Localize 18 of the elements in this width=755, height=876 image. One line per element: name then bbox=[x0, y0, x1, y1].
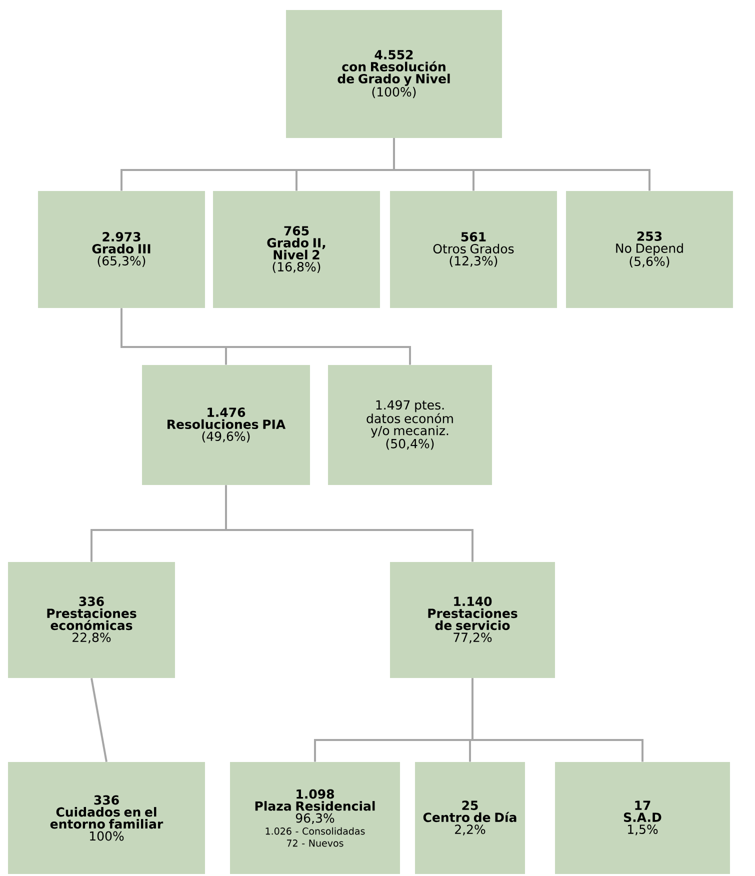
org-box: 253 No Depend (5,6%) bbox=[566, 191, 733, 308]
org-box: 2.973 Grado III (65,3%) bbox=[38, 191, 205, 308]
org-box: 561 Otros Grados (12,3%) bbox=[390, 191, 557, 308]
org-box: 336 Prestaciones económicas 22,8% bbox=[8, 562, 175, 678]
connector-line bbox=[120, 308, 411, 365]
org-box: 17 S.A.D 1,5% bbox=[555, 762, 730, 874]
connector-line bbox=[90, 678, 108, 762]
org-box: 1.140 Prestaciones de servicio 77,2% bbox=[390, 562, 555, 678]
org-box: 336 Cuidados en el entorno familiar 100% bbox=[8, 762, 205, 874]
connector-line bbox=[225, 485, 474, 562]
org-box: 1.497 ptes. datos económ y/o mecaniz. (50,4%) bbox=[328, 365, 492, 485]
org-box: 1.476 Resoluciones PIA (49,6%) bbox=[142, 365, 310, 485]
org-box: 4.552 con Resolución de Grado y Nivel (100%) bbox=[286, 10, 502, 138]
org-box: 765 Grado II, Nivel 2 (16,8%) bbox=[213, 191, 380, 308]
org-box: 1.098 Plaza Residencial 96,3% 1.026 - Consolidadas 72 - Nuevos bbox=[230, 762, 400, 874]
connector-line bbox=[393, 138, 650, 191]
org-box: 25 Centro de Día 2,2% bbox=[415, 762, 525, 874]
connector-line bbox=[472, 678, 644, 762]
